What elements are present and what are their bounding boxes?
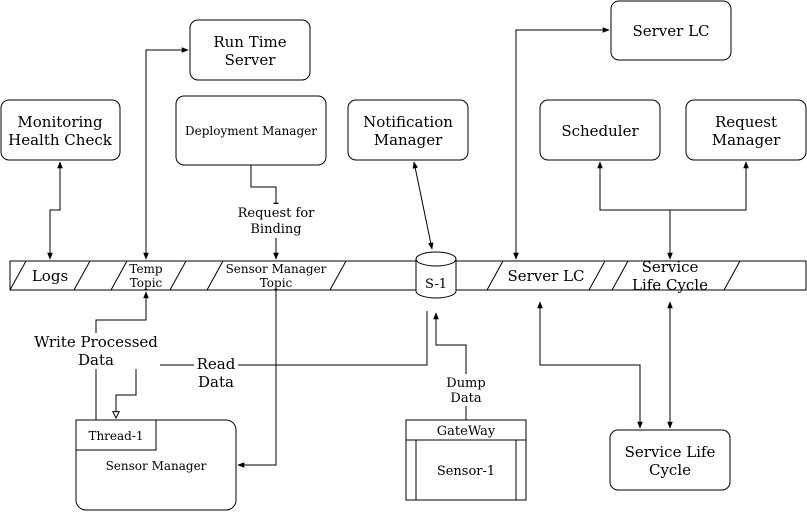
dump-data-line2: Data bbox=[450, 391, 481, 406]
bus-logs-label: Logs bbox=[32, 267, 68, 285]
gateway-box bbox=[405, 419, 527, 501]
request-manager-line2: Manager bbox=[712, 131, 781, 149]
bus-service-life-cycle-line2: Life Cycle bbox=[632, 276, 708, 294]
monitoring-line1: Monitoring bbox=[17, 113, 103, 131]
server-lc-label: Server LC bbox=[632, 22, 709, 40]
request-manager-line1: Request bbox=[715, 113, 777, 131]
connector-topic-sensor-manager bbox=[237, 290, 277, 468]
notification-manager-box bbox=[347, 99, 469, 161]
write-processed-line2: Data bbox=[78, 351, 114, 369]
connector-bus-serverlc bbox=[513, 27, 610, 260]
bus-server-lc-label: Server LC bbox=[507, 267, 584, 285]
service-life-cycle-line2: Cycle bbox=[649, 461, 691, 479]
message-bus bbox=[9, 260, 807, 291]
connector-temp-runtime bbox=[143, 47, 189, 260]
connector-deployment-binding bbox=[250, 165, 279, 210]
write-processed-line1: Write Processed bbox=[34, 333, 158, 351]
dump-data-line1: Dump bbox=[446, 376, 485, 391]
thread1-box bbox=[75, 419, 157, 451]
connector-notification-s1 bbox=[412, 161, 434, 250]
connector-write-processed bbox=[95, 291, 149, 420]
monitoring-health-check-box bbox=[0, 99, 121, 161]
server-lc-box bbox=[610, 0, 732, 61]
bus-sensor-manager-topic-line1: Sensor Manager bbox=[226, 262, 327, 276]
sensor1-label: Sensor-1 bbox=[437, 464, 495, 479]
request-for-binding-line2: Binding bbox=[250, 222, 301, 237]
thread1-label: Thread-1 bbox=[88, 429, 143, 443]
run-time-server-line1: Run Time bbox=[213, 33, 286, 51]
scheduler-label: Scheduler bbox=[561, 122, 639, 140]
monitoring-line2: Health Check bbox=[8, 131, 113, 149]
s1-database-icon bbox=[415, 251, 457, 299]
bus-sensor-manager-topic-line2: Topic bbox=[260, 276, 293, 290]
bus-temp-topic-line2: Topic bbox=[130, 276, 163, 290]
request-manager-box bbox=[685, 99, 807, 161]
read-data-line1: Read bbox=[197, 355, 236, 373]
bus-temp-topic-line1: Temp bbox=[129, 262, 163, 276]
connector-read-data bbox=[116, 311, 428, 418]
deployment-manager-label: Deployment Manager bbox=[185, 124, 317, 138]
service-life-cycle-box bbox=[609, 429, 731, 491]
s1-label: S-1 bbox=[425, 277, 447, 292]
bus-service-life-cycle-line1: Service bbox=[642, 258, 699, 276]
request-for-binding-line1: Request for bbox=[238, 206, 316, 221]
run-time-server-box bbox=[189, 19, 311, 81]
gateway-label: GateWay bbox=[437, 424, 496, 439]
service-life-cycle-line1: Service Life bbox=[625, 443, 716, 461]
connector-monitoring-logs bbox=[47, 161, 63, 260]
read-data-line2: Data bbox=[198, 373, 234, 391]
connector-scheduler-request bbox=[597, 161, 749, 211]
sensor-manager-label: Sensor Manager bbox=[106, 459, 207, 473]
run-time-server-line2: Server bbox=[225, 51, 277, 69]
notification-manager-line1: Notification bbox=[363, 113, 453, 131]
connector-serverlc-service bbox=[537, 301, 643, 429]
notification-manager-line2: Manager bbox=[374, 131, 443, 149]
